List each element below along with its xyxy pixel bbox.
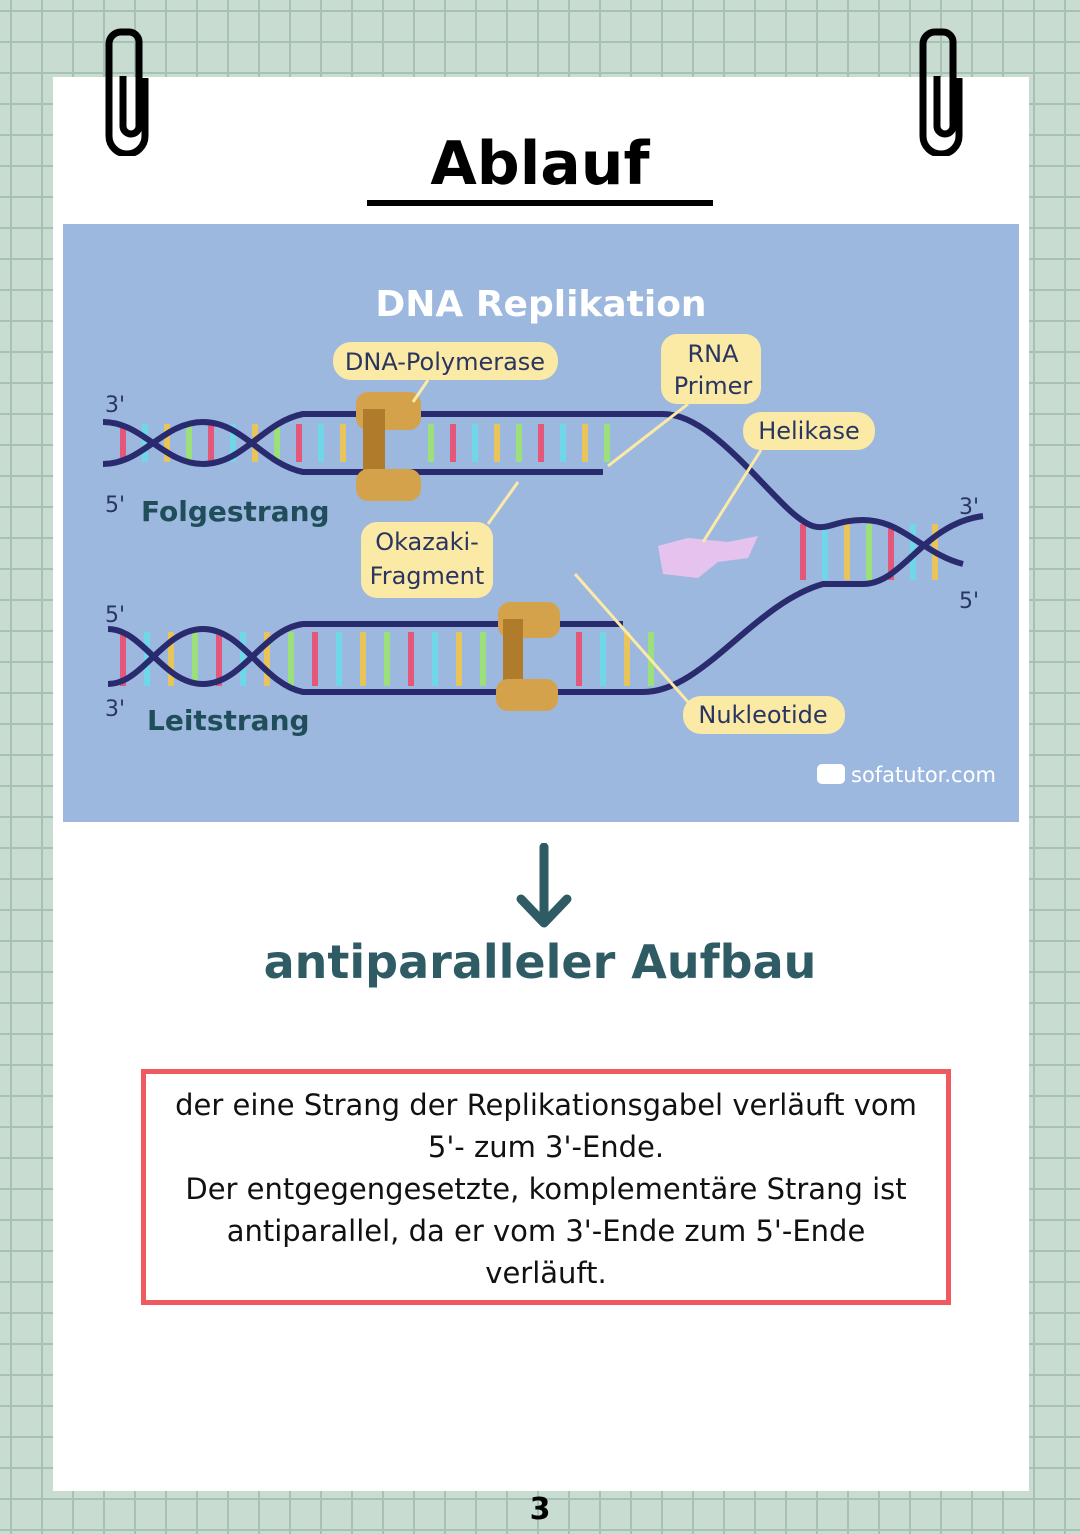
leitstrang-label: Leitstrang [147,704,310,737]
label-helikase: Helikase [743,412,875,450]
svg-text:Primer: Primer [674,372,753,400]
paperclip-icon [105,28,149,156]
page-number: 3 [529,1492,551,1527]
explanation-box: der eine Strang der Replikationsgabel ve… [141,1069,951,1305]
folgestrang-label: Folgestrang [141,495,330,528]
paperclip-icon [919,28,963,156]
svg-text:RNA: RNA [687,340,739,368]
section-subtitle: antiparalleler Aufbau [263,935,817,989]
svg-text:Fragment: Fragment [370,562,485,590]
arrow-down-icon [516,843,572,928]
helikase-shape [658,536,758,578]
svg-text:3': 3' [959,495,979,520]
sofatutor-logo-icon [817,764,845,784]
svg-text:DNA-Polymerase: DNA-Polymerase [345,348,545,376]
dna-strands [102,411,984,695]
diagram-title: DNA Replikation [375,284,706,325]
label-dna-polymerase: DNA-Polymerase [333,342,558,380]
svg-text:5': 5' [959,589,979,614]
label-okazaki-fragment: Okazaki- Fragment [361,522,493,598]
svg-text:Okazaki-: Okazaki- [375,528,479,556]
dna-polymerase-top [356,392,421,501]
svg-text:5': 5' [105,493,125,518]
page-title: Ablauf [367,128,713,206]
svg-text:3': 3' [105,393,125,418]
label-rna-primer: RNA Primer [661,334,761,404]
explanation-line: 5'- zum 3'-Ende. [427,1130,665,1164]
svg-text:Nukleotide: Nukleotide [698,701,827,729]
explanation-line: Der entgegengesetzte, komplementäre Stra… [185,1172,907,1206]
svg-text:Helikase: Helikase [758,417,860,445]
explanation-line: der eine Strang der Replikationsgabel ve… [175,1088,917,1122]
label-nukleotide: Nukleotide [683,696,845,734]
dna-replication-diagram: DNA Replikation DNA-Polymerase RNA Primer… [63,224,1019,822]
label-pointers [411,379,763,703]
svg-text:5': 5' [105,603,125,628]
explanation-line: antiparallel, da er vom 3'-Ende zum 5'-E… [226,1214,866,1248]
sofatutor-credit: sofatutor.com [851,763,996,787]
svg-text:3': 3' [105,697,125,722]
dna-polymerase-bottom [496,602,560,711]
explanation-line: verläuft. [485,1256,607,1290]
